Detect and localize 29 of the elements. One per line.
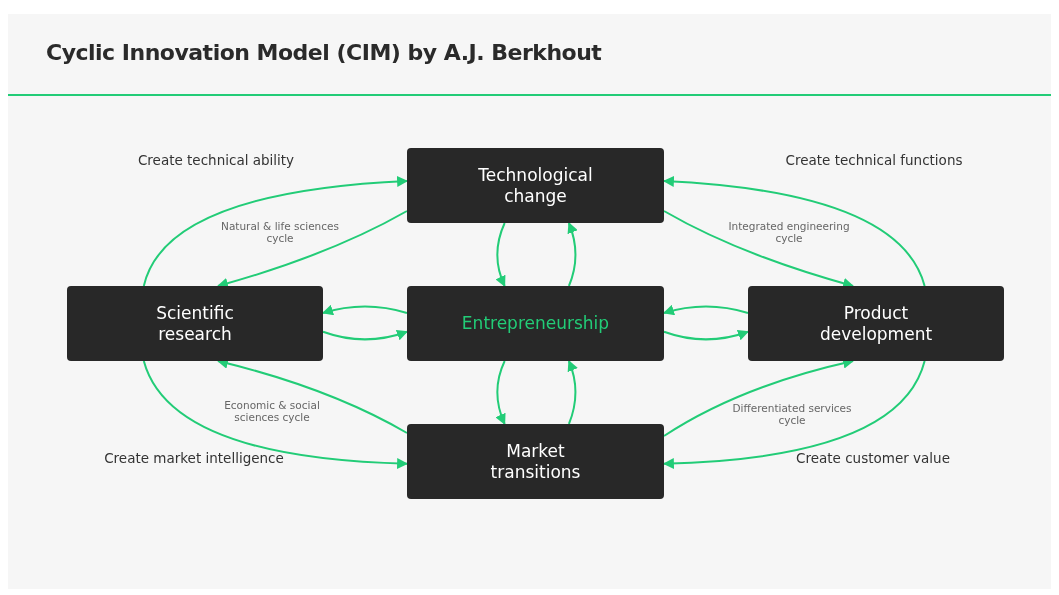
arrow — [567, 221, 578, 287]
arrow — [321, 305, 408, 316]
cycle-label: Economic & social sciences cycle — [223, 399, 321, 423]
process-box: Technological change — [407, 148, 664, 223]
process-box: Product development — [748, 286, 1004, 361]
cycle-label: Differentiated services cycle — [731, 402, 853, 426]
arrow — [216, 358, 408, 434]
annotation-text: Create customer value — [795, 450, 951, 467]
annotation-text: Create technical ability — [136, 152, 296, 169]
process-box: Scientific research — [67, 286, 323, 361]
cycle-label: Natural & life sciences cycle — [220, 220, 340, 244]
annotation-text: Create market intelligence — [103, 450, 285, 467]
arrow — [142, 176, 409, 287]
diagram-title: Cyclic Innovation Model (CIM) by A.J. Berkhout — [46, 40, 602, 65]
arrow — [495, 222, 506, 287]
arrow — [495, 360, 506, 425]
arrow — [663, 210, 854, 289]
arrow — [662, 360, 926, 469]
arrow — [567, 359, 578, 425]
arrow — [142, 360, 409, 469]
arrow — [662, 305, 749, 316]
arrow — [217, 210, 408, 289]
arrow — [322, 329, 409, 341]
arrow — [662, 176, 926, 287]
annotation-text: Create technical functions — [784, 152, 964, 169]
arrow — [663, 329, 750, 341]
process-box: Entrepreneurship — [407, 286, 664, 361]
process-box: Market transitions — [407, 424, 664, 499]
cycle-label: Integrated engineering cycle — [727, 220, 851, 244]
